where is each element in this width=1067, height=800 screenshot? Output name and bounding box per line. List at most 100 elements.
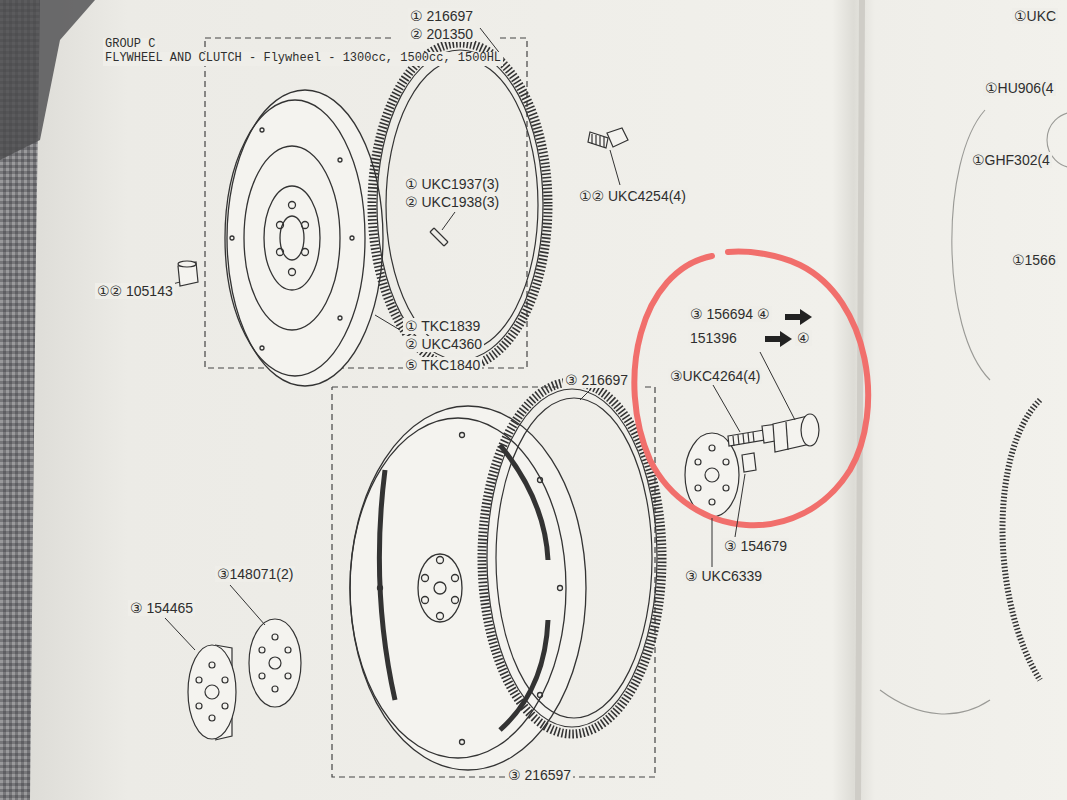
part-number: ①② UKC4254(4) [577,188,688,204]
drive-plate [538,478,543,483]
adaptor-parts [786,422,788,450]
spacer-plate [209,662,215,668]
spacer-plate [249,619,301,707]
flywheel [244,146,340,330]
dowel [430,228,448,246]
flywheel [338,316,342,320]
part-number: ③ UKC6339 [683,568,764,584]
part-number: ⑤ TKC1840 [403,357,482,373]
ring-gear [372,43,548,367]
drive-plate [378,586,383,591]
part-number: ①UKC [1012,8,1058,24]
spacer-plate [269,657,281,669]
flywheel [260,346,264,350]
part-number: ③ 154679 [722,538,789,554]
part-number: ① UKC1937(3) [403,176,501,192]
hand-drawn-circle [634,252,868,526]
flywheel [277,249,284,256]
flywheel [260,128,264,132]
drive-plate [437,613,444,620]
group-heading: GROUP C [103,38,157,52]
spacer-plate [196,703,202,709]
flywheel [338,158,342,162]
flywheel [302,249,309,256]
part-number: 151396 [688,330,739,346]
adaptor-parts [695,485,701,491]
drive-plate [434,582,446,594]
bushing [178,261,198,286]
drive-plate [379,470,395,700]
part-number: ③UKC4264(4) [668,368,762,384]
leader-line [230,585,265,625]
spacer-plate [188,619,301,740]
flywheel [289,202,296,209]
drive-plate [460,433,465,438]
next-page-art [1003,400,1041,680]
leader-line [442,212,455,230]
ring-gear [482,382,662,734]
ring-gear [386,59,538,351]
ring-gear [482,382,662,734]
arrow-symbol [765,331,792,347]
drive-plate [422,597,429,604]
bolt [592,134,604,147]
leader-line [735,474,745,537]
flywheel [277,222,284,229]
arrow-symbol [765,309,812,347]
ring-gear [487,389,657,727]
drive-plate [538,693,543,698]
adaptor-parts [709,499,715,505]
leader-line [610,150,620,185]
spacer-plate [259,647,265,653]
adaptor-parts [685,414,819,517]
part-number: ③ 216697 [563,372,630,388]
ring-gear [496,398,652,718]
part-number: ① 216697 [408,8,475,24]
next-page-art [952,110,990,380]
part-number: ①② 105143 [95,283,175,299]
part-number: ② UKC4360 [403,336,484,352]
drive-plate [452,597,459,604]
spacer-plate [222,677,228,683]
dowel [430,228,448,246]
bolt [588,128,628,148]
drive-plate [418,554,462,622]
part-number: ①1566 [1010,252,1058,268]
adaptor-parts [695,459,701,465]
flywheel [230,236,234,240]
leader-line [150,28,795,650]
flywheel [225,100,365,376]
flywheel [227,90,383,386]
part-number: ① TKC1839 [403,318,482,334]
part-number: ② 201350 [408,26,475,42]
drive-plate [350,406,586,770]
part-number: ③ 156694 ④ [688,306,772,322]
spacer-plate [259,673,265,679]
group-frame [205,38,655,777]
spacer-plate [205,685,219,699]
bolt [588,132,608,148]
adaptor-parts [733,432,754,446]
adaptor-parts [801,414,819,446]
leader-line [713,385,740,432]
section-heading: FLYWHEEL AND CLUTCH - Flywheel - 1300cc,… [103,52,503,66]
part-number: ①GHF302(4 [970,152,1052,168]
flywheel [264,186,320,290]
part-number: ③ 154465 [128,600,195,616]
drive-plate [350,406,586,770]
group-frame [332,387,655,777]
leader-line [375,315,400,330]
adaptor-parts [705,468,719,482]
adaptor-parts [728,430,765,446]
flywheel [225,90,383,386]
part-number: ③ 216597 [506,767,573,783]
part-number: ③148071(2) [215,566,295,582]
spacer-plate [272,634,278,640]
spacer-plate [196,677,202,683]
drive-plate [452,575,459,582]
adaptor-parts [742,453,756,472]
bushing [178,261,196,267]
